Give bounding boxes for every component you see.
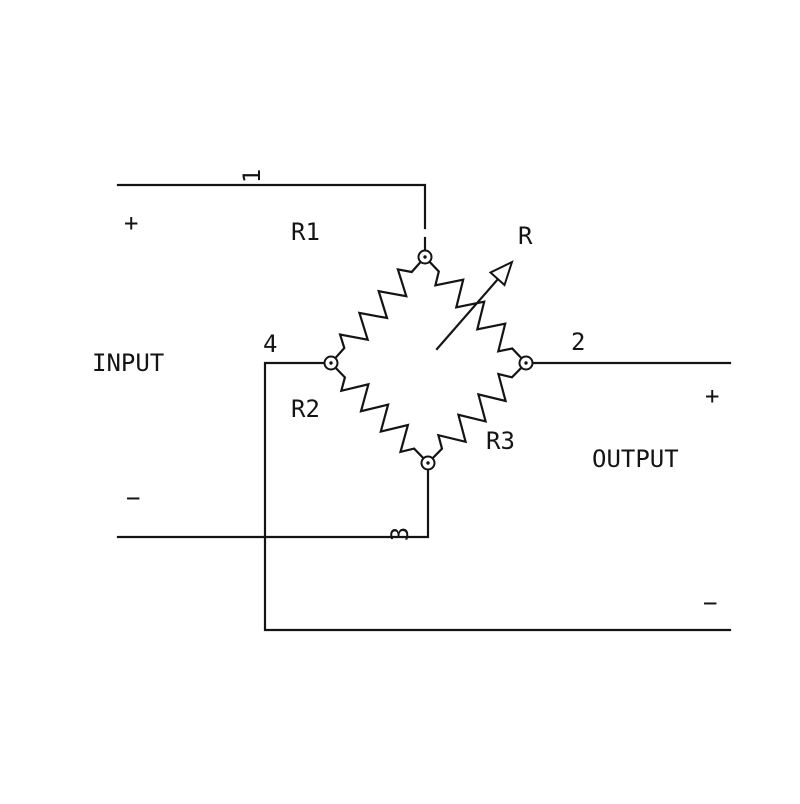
node-2-terminal [518, 355, 534, 371]
resistor-r2-label: R2 [291, 395, 320, 423]
node-4-terminal [323, 355, 339, 371]
input-plus-label: + [124, 209, 138, 237]
output-minus-label: − [703, 589, 717, 617]
resistor-r3 [426, 361, 528, 465]
resistor-r-label: R [518, 222, 533, 250]
node-3-label: 3 [386, 527, 414, 541]
wire-input-minus [116, 468, 430, 539]
node-3-dot [426, 461, 430, 465]
output-plus-label: + [705, 382, 719, 410]
input-label: INPUT [92, 349, 164, 377]
node-4-dot [329, 361, 333, 365]
wire-input-plus [116, 183, 427, 230]
output-label: OUTPUT [592, 445, 679, 473]
resistor-r1-label: R1 [291, 218, 320, 246]
wire-output-minus [263, 361, 732, 632]
input-minus-label: − [126, 484, 140, 512]
resistor-r2 [329, 361, 430, 465]
node-3-terminal [420, 455, 436, 471]
variable-arrow-shaft [435, 277, 500, 351]
resistor-r1 [329, 255, 427, 365]
node-4-label: 4 [263, 330, 277, 358]
node-1-terminal [417, 249, 433, 265]
node-1-label: 1 [238, 169, 266, 183]
node-2-dot [524, 361, 528, 365]
node-1-dot [423, 255, 427, 259]
node-2-label: 2 [571, 328, 585, 356]
resistor-r3-label: R3 [486, 427, 515, 455]
variable-arrow-head-icon [488, 260, 514, 287]
resistor-r-variable [423, 255, 528, 365]
